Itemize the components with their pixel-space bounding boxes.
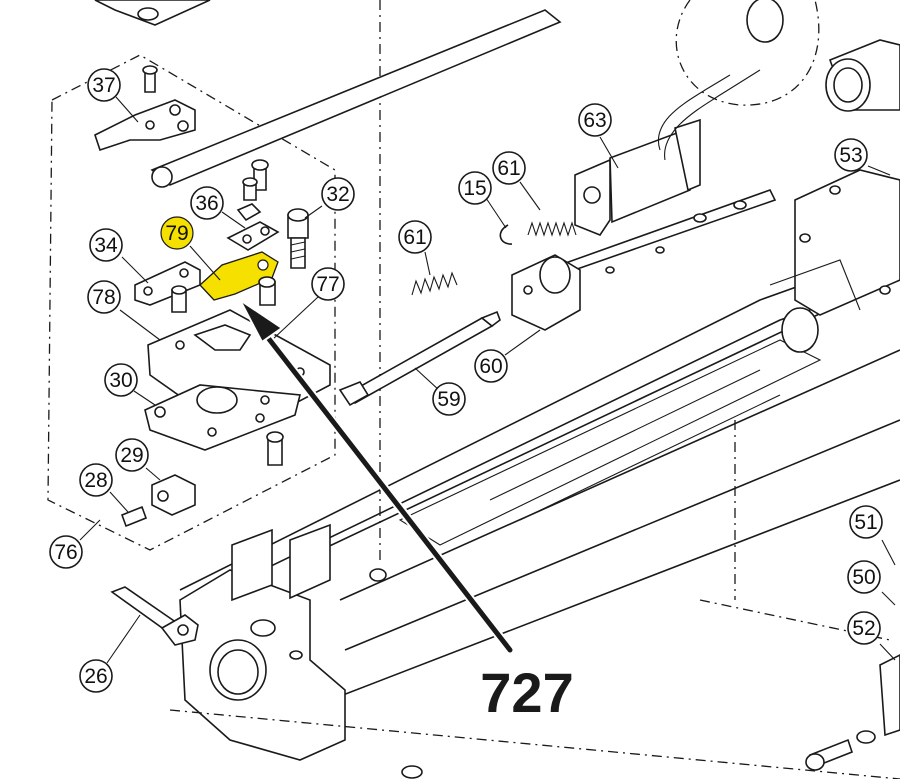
pin-59 <box>338 310 501 407</box>
pointer-label-group: 727 <box>477 658 576 727</box>
bolt-32 <box>287 208 309 269</box>
callout-77: 77 <box>311 267 345 301</box>
part-26-key <box>110 586 199 646</box>
callout-label: 79 <box>165 222 188 245</box>
bracket-60 <box>511 189 777 331</box>
callout-30: 30 <box>104 363 138 397</box>
part-37-bracket <box>94 65 196 152</box>
screw-bottom-right <box>401 730 876 779</box>
callout-label: 32 <box>326 183 349 206</box>
callout-label: 30 <box>109 369 132 392</box>
callout-26: 26 <box>79 659 113 693</box>
callout-76: 76 <box>49 535 83 569</box>
part-34-plate <box>134 261 201 313</box>
screws-group <box>226 159 280 251</box>
callout-52: 52 <box>847 611 881 645</box>
pointer-label: 727 <box>480 661 573 724</box>
callout-29: 29 <box>115 438 149 472</box>
callout-34: 34 <box>89 228 123 262</box>
bushing-53 <box>825 39 900 112</box>
callout-label: 60 <box>479 355 502 378</box>
callout-label: 34 <box>94 234 118 257</box>
callout-label: 53 <box>839 144 862 167</box>
callout-50: 50 <box>847 560 881 594</box>
callout-label: 78 <box>92 286 115 309</box>
part-30-plate <box>144 384 302 451</box>
solenoid-63 <box>574 69 761 236</box>
callout-78: 78 <box>87 280 121 314</box>
top-cover-plate <box>94 0 211 26</box>
callout-label: 76 <box>54 541 77 564</box>
callout-53: 53 <box>834 138 868 172</box>
callout-label: 37 <box>92 74 115 97</box>
wheel-top-right <box>675 0 820 106</box>
callout-label: 15 <box>463 177 486 200</box>
spring-61-lower <box>411 271 458 296</box>
callout-15: 15 <box>458 171 492 205</box>
pointer-arrow <box>239 299 515 655</box>
callout-label: 59 <box>437 388 460 411</box>
callout-label: 77 <box>316 273 339 296</box>
callout-36: 36 <box>190 186 224 220</box>
long-rod <box>150 9 562 188</box>
callout-63: 63 <box>578 103 612 137</box>
callout-label: 61 <box>497 157 520 180</box>
callout-label: 50 <box>852 566 875 589</box>
callout-label: 63 <box>583 109 606 132</box>
callout-61-lower: 61 <box>398 220 432 254</box>
part-79-highlighted <box>199 251 279 306</box>
callout-79-highlighted: 79 <box>160 216 194 250</box>
callout-61-upper: 61 <box>492 151 526 185</box>
callout-32: 32 <box>321 177 355 211</box>
callout-51: 51 <box>849 505 883 539</box>
spring-61-upper <box>527 221 577 237</box>
callout-label: 51 <box>854 511 877 534</box>
callout-59: 59 <box>432 382 466 416</box>
callout-60: 60 <box>474 349 508 383</box>
machine-frame <box>169 0 900 779</box>
subassembly-outline-76 <box>47 54 336 551</box>
callout-label: 52 <box>852 617 875 640</box>
part-28-setscrew <box>120 505 148 528</box>
callout-label: 61 <box>403 226 426 249</box>
callout-28: 28 <box>79 463 113 497</box>
callout-label: 26 <box>84 665 107 688</box>
callout-label: 36 <box>195 192 218 215</box>
callout-label: 29 <box>120 444 143 467</box>
callout-37: 37 <box>87 68 121 102</box>
screw-under-30 <box>266 431 284 466</box>
callout-label: 28 <box>84 469 107 492</box>
leader-lines <box>79 96 896 664</box>
part-29-block <box>151 474 196 516</box>
